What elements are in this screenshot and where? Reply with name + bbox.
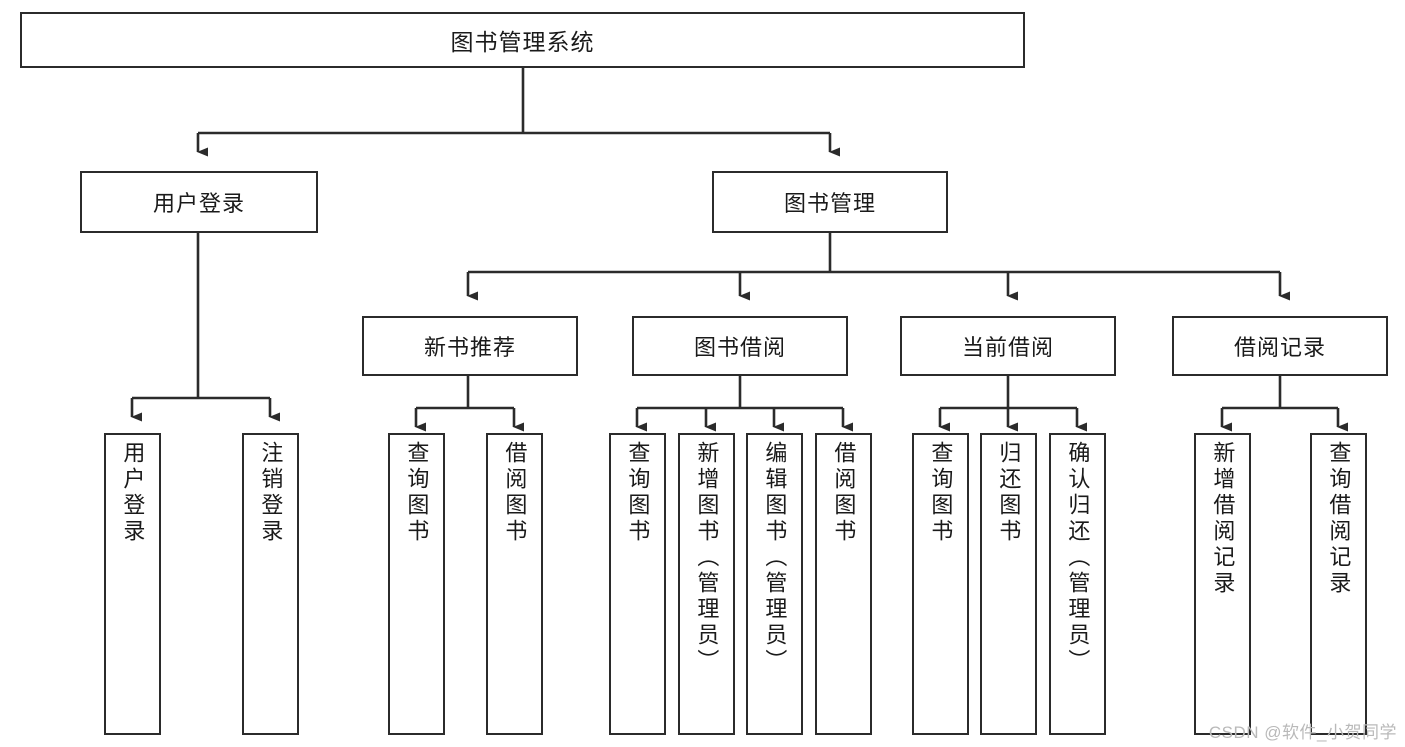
node-leaf-user-login[interactable]: 用户登录: [104, 433, 161, 735]
node-label: 借阅图书: [831, 441, 857, 545]
node-label: 查询借阅记录: [1326, 441, 1352, 597]
node-label: 图书管理系统: [450, 29, 595, 55]
node-label: 当前借阅: [961, 335, 1054, 360]
node-leaf-return-book[interactable]: 归还图书: [980, 433, 1037, 735]
node-leaf-confirm-return-admin[interactable]: 确认归还（管理员）: [1049, 433, 1106, 735]
node-label: 图书借阅: [693, 335, 786, 360]
node-label: 注销登录: [258, 441, 284, 545]
node-user-login[interactable]: 用户登录: [80, 171, 318, 233]
node-label: 用户登录: [152, 191, 245, 216]
node-borrow-record[interactable]: 借阅记录: [1172, 316, 1388, 376]
node-label: 用户登录: [120, 441, 146, 545]
node-label: 图书管理: [783, 191, 876, 216]
node-book-management[interactable]: 图书管理: [712, 171, 948, 233]
node-leaf-query-borrow-record[interactable]: 查询借阅记录: [1310, 433, 1367, 735]
node-label: 归还图书: [996, 441, 1022, 545]
node-leaf-query-book-borrow[interactable]: 查询图书: [609, 433, 666, 735]
node-leaf-query-book-recommend[interactable]: 查询图书: [388, 433, 445, 735]
node-label: 借阅图书: [502, 441, 528, 545]
node-label: 借阅记录: [1233, 335, 1326, 360]
node-label: 查询图书: [404, 441, 430, 545]
node-root-book-management-system[interactable]: 图书管理系统: [20, 12, 1025, 68]
node-current-borrow[interactable]: 当前借阅: [900, 316, 1116, 376]
node-label: 新增借阅记录: [1210, 441, 1236, 597]
node-new-book-recommend[interactable]: 新书推荐: [362, 316, 578, 376]
node-label: 查询图书: [625, 441, 651, 545]
node-label: 新书推荐: [423, 335, 516, 360]
node-label: 编辑图书（管理员）: [762, 441, 788, 675]
node-leaf-borrow-book-recommend[interactable]: 借阅图书: [486, 433, 543, 735]
node-label: 查询图书: [928, 441, 954, 545]
node-leaf-borrow-book[interactable]: 借阅图书: [815, 433, 872, 735]
node-leaf-logout[interactable]: 注销登录: [242, 433, 299, 735]
node-leaf-add-borrow-record[interactable]: 新增借阅记录: [1194, 433, 1251, 735]
node-leaf-edit-book-admin[interactable]: 编辑图书（管理员）: [746, 433, 803, 735]
node-book-borrow[interactable]: 图书借阅: [632, 316, 848, 376]
node-label: 确认归还（管理员）: [1065, 441, 1091, 675]
watermark-text: CSDN @软件_小贺同学: [1208, 723, 1397, 742]
node-label: 新增图书（管理员）: [694, 441, 720, 675]
node-leaf-query-book-current[interactable]: 查询图书: [912, 433, 969, 735]
node-leaf-add-book-admin[interactable]: 新增图书（管理员）: [678, 433, 735, 735]
